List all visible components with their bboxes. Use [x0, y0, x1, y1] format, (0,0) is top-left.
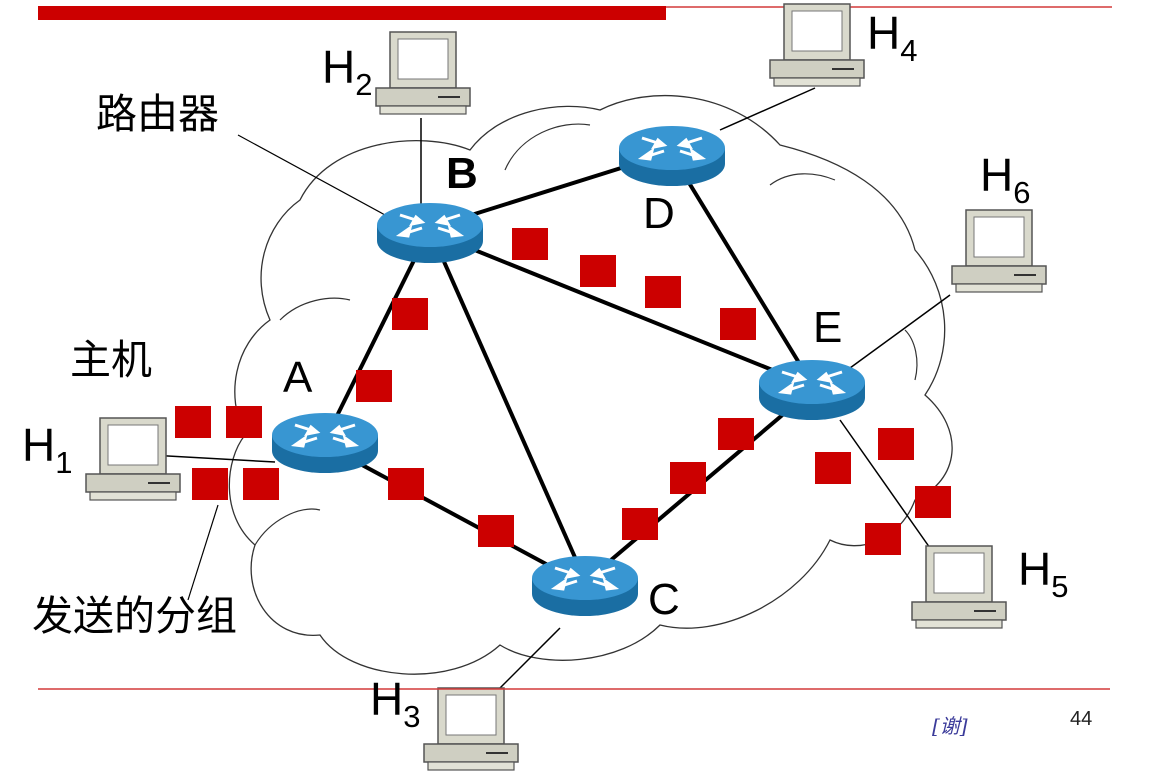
host-h3-sub: 3: [403, 699, 421, 734]
host-h6-label: H6: [980, 152, 1030, 208]
packet: [645, 276, 681, 308]
packets-label: 发送的分组: [32, 592, 237, 640]
host-h6-icon: [951, 209, 1047, 293]
link-d-e: [670, 153, 814, 386]
host-h1-base: H: [22, 419, 56, 471]
router-c-label: C: [648, 575, 680, 624]
router-c-icon: [530, 554, 640, 618]
host-h3-icon: [423, 687, 519, 771]
link-a-c: [324, 443, 586, 587]
packet: [718, 418, 754, 450]
packet: [622, 508, 658, 540]
link-h1-a: [149, 454, 276, 463]
packet: [580, 255, 616, 287]
host-h2-label: H2: [322, 44, 372, 100]
host-h3-label: H3: [370, 676, 420, 732]
host-h5-base: H: [1018, 543, 1052, 595]
packet: [192, 468, 228, 500]
link-h6-e: [849, 294, 951, 369]
link-h4-d: [719, 87, 816, 131]
cloud-lobe: [904, 329, 918, 381]
link-b-c: [428, 229, 587, 581]
router-label: 路由器: [96, 90, 219, 138]
host-h2-sub: 2: [355, 67, 373, 102]
cloud-lobe: [254, 508, 321, 546]
link-b-e: [429, 230, 813, 388]
packets-callout-line: [187, 504, 219, 601]
page-number: 44: [1070, 708, 1093, 730]
packet: [865, 523, 901, 555]
link-h3-c: [499, 627, 561, 689]
host-h5-label: H5: [1018, 546, 1068, 602]
host-h2-icon: [375, 31, 471, 115]
router-b-label: B: [446, 149, 478, 198]
packet: [226, 406, 262, 438]
packets: [175, 228, 951, 555]
host-h1-sub: 1: [55, 445, 73, 480]
router-a-icon: [270, 411, 380, 475]
host-h4-icon: [769, 3, 865, 87]
packet: [243, 468, 279, 500]
host-h3-base: H: [370, 673, 404, 725]
host-h1-icon: [85, 417, 181, 501]
cloud-lobe: [769, 173, 836, 186]
packet: [392, 298, 428, 330]
packet: [878, 428, 914, 460]
host-h5-icon: [911, 545, 1007, 629]
host-h4-base: H: [867, 7, 901, 59]
host-h1-label: H1: [22, 422, 72, 478]
host-h4-label: H4: [867, 10, 917, 66]
packet: [512, 228, 548, 260]
packet: [670, 462, 706, 494]
host-links: [149, 87, 951, 689]
router-b-icon: [375, 201, 485, 265]
packet: [356, 370, 392, 402]
cloud-lobe: [279, 297, 351, 321]
router-callout-line: [237, 134, 386, 216]
host-label: 主机: [70, 336, 152, 384]
router-d-icon: [617, 124, 727, 188]
host-h4-sub: 4: [900, 33, 918, 68]
host-h6-base: H: [980, 149, 1014, 201]
packet: [720, 308, 756, 340]
router-e-label: E: [813, 303, 843, 352]
title-banner: [38, 6, 666, 20]
packet: [388, 468, 424, 500]
host-h5-sub: 5: [1051, 569, 1069, 604]
router-a-label: A: [283, 353, 313, 402]
cloud-lobe: [504, 123, 591, 171]
packet: [478, 515, 514, 547]
router-e-icon: [757, 358, 867, 422]
host-h6-sub: 6: [1013, 175, 1031, 210]
host-h2-base: H: [322, 41, 356, 93]
packet: [915, 486, 951, 518]
router-d-label: D: [643, 189, 675, 238]
footer-note: [谢]: [932, 714, 968, 738]
link-a-b: [323, 227, 432, 441]
packet: [175, 406, 211, 438]
packet: [815, 452, 851, 484]
link-h5-e: [839, 419, 931, 549]
